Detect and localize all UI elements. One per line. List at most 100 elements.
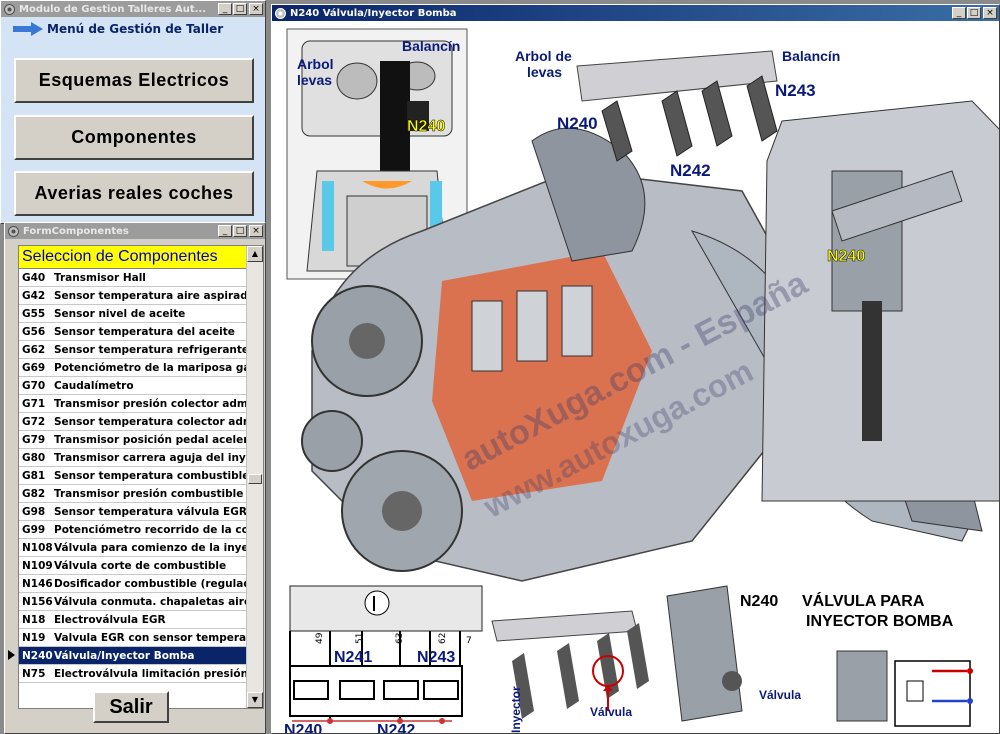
component-image-window: N240 Válvula/Inyector Bomba _ □ × [271,4,1000,734]
label-valvula-bottom: Válvula [590,705,632,719]
list-item[interactable]: G72 Sensor temperatura colector admis [19,413,263,431]
item-code: G42 [22,289,46,302]
image-window-titlebar[interactable]: N240 Válvula/Inyector Bomba _ □ × [272,5,999,21]
item-code: N240 [22,649,53,662]
label-n243-diagram: N243 [417,649,455,666]
menu-window-titlebar[interactable]: Modulo de Gestion Talleres Aut... _ □ × [1,1,265,17]
list-item[interactable]: G40 Transmisor Hall [19,269,263,287]
salir-button[interactable]: Salir [93,691,169,723]
item-description: Sensor temperatura colector admis [54,415,263,428]
item-code: G72 [22,415,46,428]
list-item[interactable]: G79 Transmisor posición pedal acelera [19,431,263,449]
label-inyector: Inyector [509,686,523,733]
item-description: Transmisor posición pedal acelera [54,433,256,446]
label-n242-diagram: N242 [377,722,415,734]
item-description: Sensor nivel de aceite [54,307,186,320]
injectors-top [576,50,778,162]
list-item[interactable]: G81 Sensor temperatura combustible [19,467,263,485]
item-code: N19 [22,631,46,644]
item-code: N109 [22,559,53,572]
averias-reales-button[interactable]: Averias reales coches [14,171,254,216]
item-code: G98 [22,505,46,518]
menu-heading: Menú de Gestión de Taller [1,17,265,41]
item-code: G81 [22,469,46,482]
list-item[interactable]: N19 Valvula EGR con sensor temperat [19,629,263,647]
minimize-button[interactable]: _ [952,7,966,19]
item-code: G55 [22,307,46,320]
item-code: G40 [22,271,46,284]
pin-51: 51 [355,633,365,644]
item-code: G79 [22,433,46,446]
componentes-button[interactable]: Componentes [14,115,254,160]
item-description: Válvula conmuta. chapaletas aire [54,595,252,608]
item-description: Dosificador combustible (regulado [54,577,259,590]
item-description: Valvula EGR con sensor temperat [54,631,252,644]
injector-cutaway [761,100,999,502]
list-item[interactable]: G55 Sensor nivel de aceite [19,305,263,323]
label-balancin: Balancín [782,48,840,64]
minimize-button[interactable]: _ [218,3,232,15]
vertical-scrollbar[interactable]: ▲ ▼ [246,246,263,708]
components-window-title: FormComponentes [23,225,129,237]
close-button[interactable]: × [249,3,263,15]
item-description: Potenciómetro recorrido de la com [54,523,260,536]
esquemas-electricos-button[interactable]: Esquemas Electricos [14,58,254,103]
image-window-title: N240 Válvula/Inyector Bomba [290,7,457,19]
item-code: G69 [22,361,46,374]
item-code: N18 [22,613,46,626]
list-item[interactable]: G99 Potenciómetro recorrido de la com [19,521,263,539]
maximize-button[interactable]: □ [967,7,981,19]
maximize-button[interactable]: □ [233,3,247,15]
minimize-button[interactable]: _ [218,225,232,237]
item-code: G99 [22,523,46,536]
image-window-icon [275,7,286,19]
item-code: G80 [22,451,46,464]
close-button[interactable]: × [983,7,997,19]
label-n240-cutaway: N240 [827,248,865,265]
label-n240-caption: N240 [740,593,778,610]
item-code: N108 [22,541,53,554]
scroll-down-icon[interactable]: ▼ [247,692,263,708]
item-description: Transmisor presión combustible [54,487,244,500]
maximize-button[interactable]: □ [233,225,247,237]
item-description: Caudalímetro [54,379,134,392]
pin-62: 62 [438,633,448,644]
item-description: Válvula corte de combustible [54,559,227,572]
pin-63: 63 [395,633,405,644]
components-window-titlebar[interactable]: FormComponentes _ □ × [5,223,265,239]
components-window: FormComponentes _ □ × Seleccion de Compo… [4,222,266,734]
close-button[interactable]: × [249,225,263,237]
label-valvula-right: Válvula [759,688,801,702]
item-code: N146 [22,577,53,590]
item-description: Transmisor Hall [54,271,146,284]
scroll-up-icon[interactable]: ▲ [247,246,263,262]
item-code: N75 [22,667,46,680]
row-pointer-icon [8,650,15,660]
item-description: Válvula para comienzo de la inyec [54,541,255,554]
item-description: Sensor temperatura refrigerante [54,343,250,356]
form-icon [8,225,19,237]
item-description: Sensor temperatura combustible [54,469,250,482]
item-description: Transmisor presión colector admis [54,397,258,410]
menu-window-title: Modulo de Gestion Talleres Aut... [19,3,207,15]
scroll-thumb[interactable] [248,474,262,484]
